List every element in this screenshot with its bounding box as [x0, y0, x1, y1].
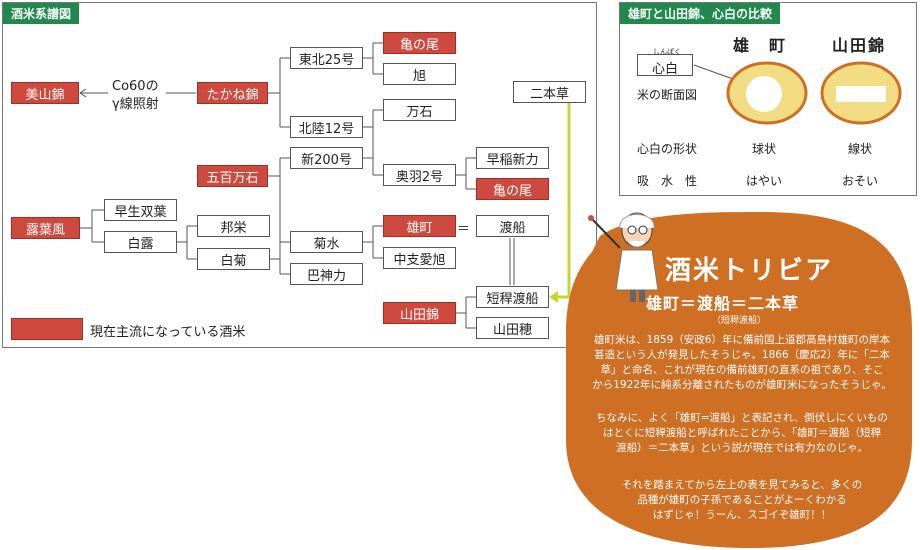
equals-sign: ＝	[457, 222, 471, 237]
gamma-label-2: γ線照射	[112, 97, 159, 112]
node-shiragiku: 白菊	[197, 248, 270, 270]
node-takane: たかね錦	[197, 82, 268, 104]
trivia-para3-line2: 品種が雄町の子孫であることがよーくわかる	[637, 494, 847, 506]
trivia-para1-line3: 草」と命名、これが現在の備前雄町の直系の祖であり、そこ	[600, 364, 884, 376]
trivia-para2-line3: 渡船）＝二本草」という説が現在では有力なのじゃ。	[616, 442, 868, 454]
node-ou2: 奥羽2号	[383, 164, 456, 186]
node-kamenoo-2: 亀の尾	[476, 178, 549, 200]
col-yamada-header: 山田錦	[832, 36, 887, 55]
node-tankanwatarifune: 短稈渡船	[476, 286, 549, 308]
trivia-para1-line4: から1922年に純系分離されたものが雄町米になったそうじゃ。	[592, 379, 892, 391]
node-kamenoo-1: 亀の尾	[383, 32, 456, 54]
node-wasesoyo: 早生双葉	[104, 199, 177, 221]
comparison-title: 雄町と山田錦、心白の比較	[620, 3, 781, 24]
col-omachi-header: 雄 町	[733, 36, 788, 55]
trivia-para2-line2: はとくに短稈渡船と呼ばれたことから、「雄町＝渡船（短稈	[603, 427, 881, 439]
trivia-subtitle: 雄町＝渡船＝二本草	[646, 294, 800, 313]
node-kikusui: 菊水	[290, 231, 363, 253]
shape-label: 心白の形状	[637, 142, 698, 156]
node-watarifune: 渡船	[476, 215, 549, 237]
node-hakuro: 白露	[104, 231, 177, 253]
shinpaku-ruby: しんぱく	[653, 48, 681, 56]
node-tohoku25: 東北25号	[290, 47, 363, 69]
shinpaku-label-box	[637, 54, 693, 76]
cross-section-label: 米の断面図	[637, 88, 698, 102]
node-miyamanishiki: 美山錦	[11, 82, 79, 104]
trivia-note: （短稈渡船）	[712, 316, 767, 326]
node-asahi: 旭	[383, 63, 456, 85]
absorb-label: 吸 水 性	[637, 174, 698, 188]
node-gohyakumangoku: 五百万石	[197, 165, 268, 187]
gamma-label-1: Co60の	[112, 79, 159, 94]
legend-swatch	[11, 318, 83, 340]
trivia-para1-line2: 甚造という人が発見したそうじゃ。1866（慶応2）年に「二本	[594, 349, 890, 361]
node-omachi: 雄町	[383, 215, 456, 237]
trivia-para3-line1: それを踏まえてから左上の表を見てみると、多くの	[621, 479, 863, 491]
trivia-para3-line3: はずじゃ！うーん、スゴイぞ雄町！！	[652, 509, 832, 521]
trivia-para2-line1: ちなみに、よく「雄町=渡船」と表記され、倒伏しにくいもの	[596, 412, 888, 424]
node-shin200: 新200号	[290, 147, 363, 169]
shape-yamada: 線状	[848, 142, 873, 156]
absorb-yamada: おそい	[842, 174, 879, 188]
node-yamadabo: 山田穂	[476, 317, 549, 339]
trivia-title: 酒米トリビア	[665, 256, 834, 286]
legend-text: 現在主流になっている酒米	[90, 325, 246, 340]
node-rojohu: 露葉風	[11, 217, 80, 239]
absorb-omachi: はやい	[746, 174, 783, 188]
node-hoei: 邦栄	[197, 215, 270, 237]
node-wasedashinriki: 早稲新力	[476, 147, 549, 169]
node-nihonso: 二本草	[513, 81, 586, 103]
shinpaku-label: 心白	[652, 62, 679, 77]
node-hokuriku12: 北陸12号	[290, 116, 363, 138]
lineage-title: 酒米系譜図	[3, 3, 80, 24]
node-nakashinaasahi: 中支愛旭	[383, 247, 456, 269]
node-mangoku: 万石	[383, 99, 456, 121]
node-yamadanishiki: 山田錦	[383, 302, 456, 324]
trivia-para1-line1: 雄町米は、1859（安政6）年に備前国上道郡高島村雄町の岸本	[594, 334, 890, 346]
node-tomoeshinriki: 巴神力	[290, 263, 363, 285]
shape-omachi: 球状	[752, 142, 777, 156]
